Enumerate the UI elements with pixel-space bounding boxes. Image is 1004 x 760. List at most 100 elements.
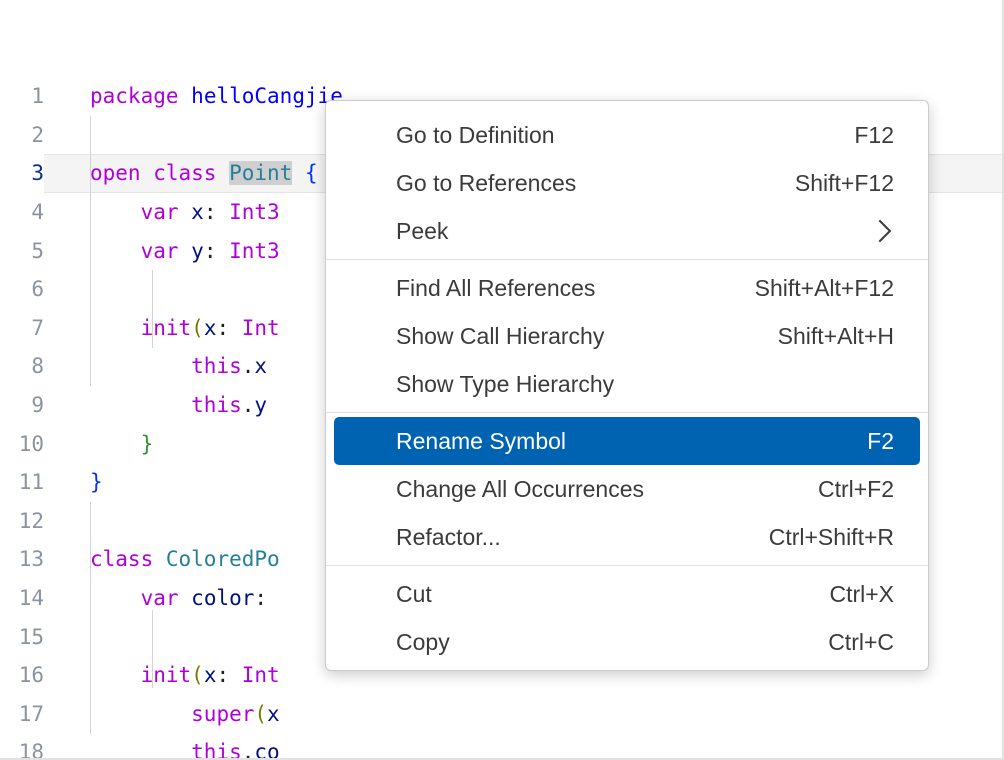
menu-item-label: Find All References <box>396 274 596 301</box>
code-line[interactable]: 17 super(x <box>0 695 1002 734</box>
code-token: : <box>203 238 230 263</box>
menu-item-peek[interactable]: Peek <box>334 207 920 255</box>
line-number: 6 <box>31 277 44 302</box>
code-token <box>90 354 191 378</box>
menu-item-shortcut: Ctrl+Shift+R <box>768 523 894 550</box>
code-text[interactable]: package helloCangjie <box>44 77 1002 116</box>
code-token <box>141 161 154 185</box>
code-text[interactable]: } <box>44 425 1002 464</box>
line-number: 12 <box>18 508 44 533</box>
code-text[interactable]: var y: Int3 <box>44 232 1002 271</box>
code-token: } <box>140 431 154 456</box>
code-token: var <box>140 238 179 263</box>
menu-item-shortcut: Ctrl+C <box>828 628 894 655</box>
code-line[interactable]: 5 var y: Int3 <box>0 232 1002 271</box>
menu-item-label: Peek <box>396 217 449 244</box>
code-token <box>90 432 141 456</box>
code-token: } <box>90 470 103 495</box>
code-line[interactable]: 12 <box>0 502 1002 541</box>
code-token <box>90 702 191 726</box>
code-line[interactable]: 18 this.co <box>0 733 1002 760</box>
code-text[interactable]: super(x <box>44 695 1002 734</box>
code-line[interactable]: 10 } <box>0 425 1002 464</box>
line-number: 1 <box>31 84 44 109</box>
code-token <box>179 200 192 224</box>
menu-item-shortcut: Shift+Alt+H <box>777 322 894 349</box>
code-token: open <box>90 161 141 186</box>
code-text[interactable]: this.co <box>44 733 1002 760</box>
code-token: Int <box>241 315 280 340</box>
line-number: 5 <box>31 238 44 263</box>
line-number: 18 <box>18 740 44 760</box>
menu-item-shortcut: Ctrl+F2 <box>817 475 894 502</box>
code-text[interactable]: this.x <box>44 347 1002 386</box>
code-token: . <box>241 740 255 760</box>
code-text[interactable]: var x: Int3 <box>44 193 1002 232</box>
menu-item-show-call-hierarchy[interactable]: Show Call Hierarchy Shift+Alt+H <box>334 312 920 360</box>
code-token: init <box>140 663 192 688</box>
menu-item-label: Show Type Hierarchy <box>396 370 615 397</box>
code-line[interactable]: 4 var x: Int3 <box>0 193 1002 232</box>
code-text[interactable]: class ColoredPo <box>44 540 1002 579</box>
code-line[interactable]: 7 init(x: Int <box>0 309 1002 348</box>
line-number: 11 <box>18 470 44 495</box>
code-token <box>179 84 192 108</box>
code-line[interactable]: 2 <box>0 116 1002 155</box>
code-token: ( <box>254 701 268 726</box>
menu-item-find-all-references[interactable]: Find All References Shift+Alt+F12 <box>334 264 920 312</box>
code-text[interactable]: this.y <box>44 386 1002 425</box>
indent-guide <box>152 610 153 688</box>
menu-item-show-type-hierarchy[interactable]: Show Type Hierarchy <box>334 360 920 408</box>
code-text[interactable]: init(x: Int <box>44 309 1002 348</box>
code-line[interactable]: 15 <box>0 618 1002 657</box>
menu-item-shortcut: Shift+F12 <box>794 169 894 196</box>
code-token: package <box>90 84 179 109</box>
line-number: 7 <box>31 315 44 340</box>
menu-item-label: Change All Occurrences <box>396 475 645 502</box>
code-token <box>90 586 141 610</box>
code-token <box>216 161 229 185</box>
line-number: 13 <box>18 547 44 572</box>
code-token: ( <box>191 663 204 688</box>
code-text[interactable]: init(x: Int <box>44 656 1002 695</box>
menu-item-label: Refactor... <box>396 523 501 550</box>
line-number: 2 <box>31 122 44 147</box>
code-line[interactable]: 11} <box>0 463 1002 502</box>
code-token <box>179 239 192 263</box>
code-line[interactable]: 16 init(x: Int <box>0 656 1002 695</box>
code-token: Int3 <box>229 199 280 224</box>
menu-item-change-all-occurrences[interactable]: Change All Occurrences Ctrl+F2 <box>334 465 920 513</box>
menu-item-label: Show Call Hierarchy <box>396 322 605 349</box>
code-line[interactable]: 9 this.y <box>0 386 1002 425</box>
code-token: co <box>254 740 280 760</box>
code-token: this <box>191 740 242 760</box>
code-line[interactable]: 14 var color: <box>0 579 1002 618</box>
menu-item-shortcut: Shift+Alt+F12 <box>754 274 894 301</box>
menu-item-refactor[interactable]: Refactor... Ctrl+Shift+R <box>334 513 920 561</box>
code-token: x <box>191 199 204 224</box>
menu-item-shortcut: Ctrl+X <box>829 580 894 607</box>
code-token <box>90 200 141 224</box>
code-token: this <box>191 354 242 379</box>
code-text[interactable]: var color: <box>44 579 1002 618</box>
line-number: 10 <box>18 431 44 456</box>
code-token <box>267 354 280 378</box>
code-token <box>179 586 192 610</box>
code-text[interactable]: } <box>44 463 1002 502</box>
code-line[interactable]: 8 this.x <box>0 347 1002 386</box>
code-line[interactable]: 6 <box>0 270 1002 309</box>
code-token: color <box>191 585 255 610</box>
line-number: 15 <box>18 624 44 649</box>
code-token: class <box>153 161 217 186</box>
